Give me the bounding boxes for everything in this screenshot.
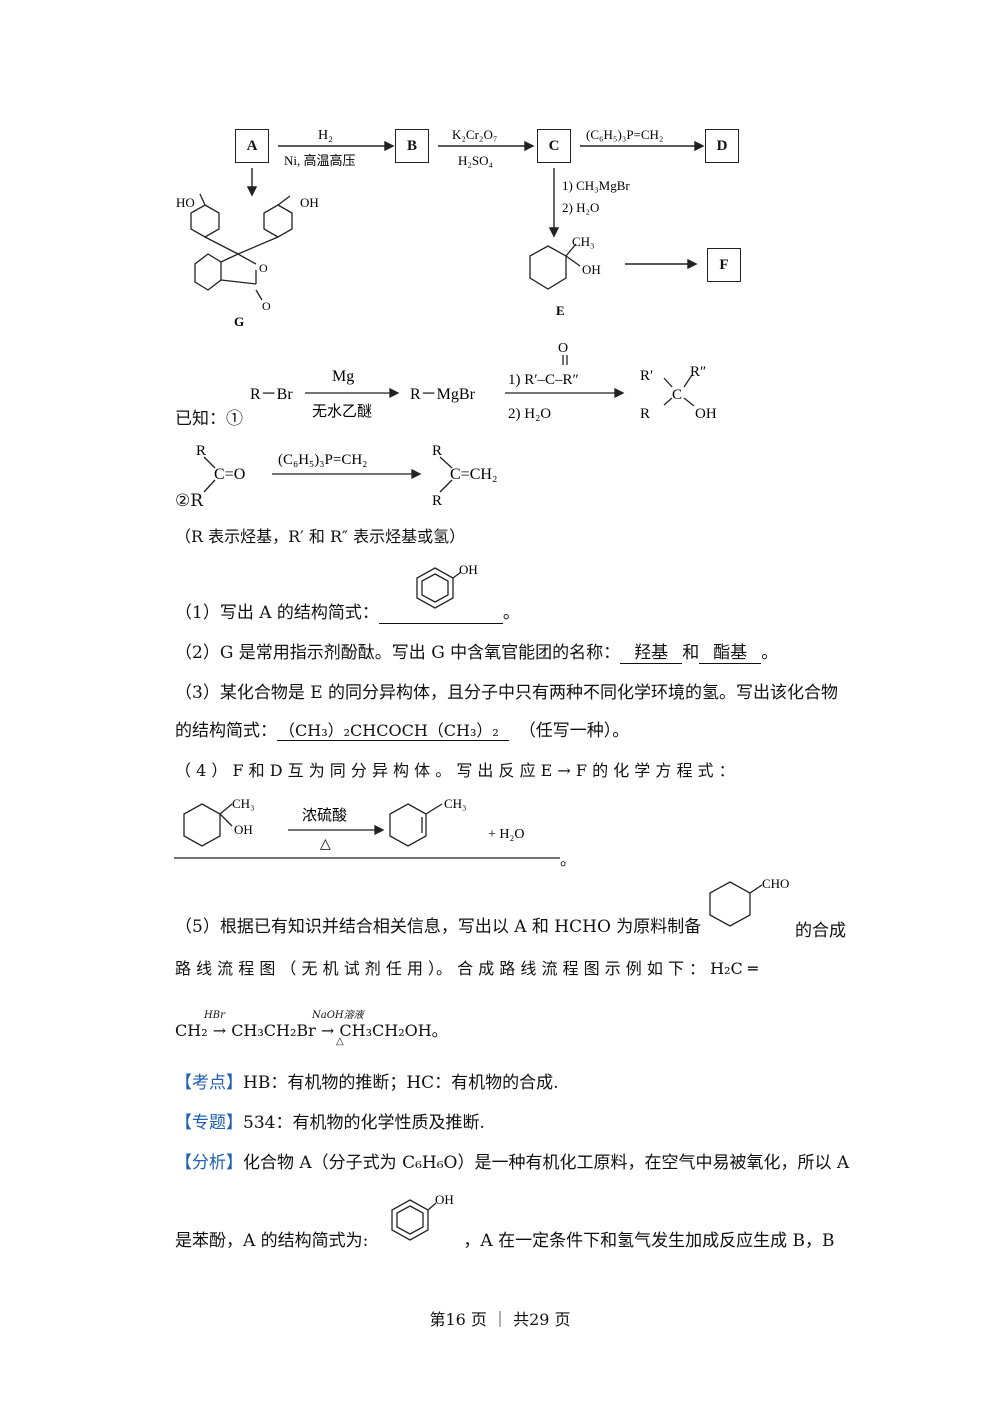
q1-text: （1）写出 A 的结构简式： 。 <box>175 602 520 624</box>
known-note: （R 表示烃基，R′ 和 R″ 表示烃基或氢） <box>175 527 466 546</box>
r1-mg: Mg <box>332 368 354 385</box>
q2-end: 。 <box>761 643 779 663</box>
box-c: C <box>537 129 571 163</box>
label-bc-top: K₂Cr₂O₇ <box>452 127 497 142</box>
r1-rmgbr: R－MgBr <box>410 386 476 403</box>
known-reactions: R－Br Mg 无水乙醚 R－MgBr O 1) R′–C–R″ 2) H₂O … <box>196 341 717 509</box>
q4-end: 。 <box>560 850 577 869</box>
label-cd-top: (C₆H₅)₃P=CH₂ <box>586 127 663 142</box>
label-bc-bottom: H₂SO₄ <box>458 153 494 168</box>
box-a: A <box>235 129 269 163</box>
reaction-scheme: H₂ Ni, 高温高压 K₂Cr₂O₇ H₂SO₄ (C₆H₅)₃P=CH₂ 1… <box>176 127 705 329</box>
r1-prod-oh: OH <box>695 406 717 422</box>
q3-line-2: 的结构简式：（CH₃）₂CHCOCH（CH₃）₂ （任写一种）。 <box>175 720 629 742</box>
zhuanti-tag: 【专题】 <box>175 1113 243 1133</box>
g-ring-o: O <box>259 261 268 275</box>
q4-cond-1: 浓硫酸 <box>302 807 347 824</box>
kaodian-text: HB：有机物的推断；HC：有机物的合成. <box>243 1073 559 1093</box>
label-ce-1: 1) CH₃MgBr <box>562 178 630 193</box>
label-ab-bottom: Ni, 高温高压 <box>284 153 356 168</box>
e-oh: OH <box>582 262 601 277</box>
r1-prod-c: C <box>672 387 682 403</box>
r2-reagent: (C₆H₅)₃P=CH₂ <box>278 452 367 468</box>
box-d: D <box>705 129 739 163</box>
r2-num: ② <box>175 491 191 511</box>
r1-o: O <box>558 341 568 356</box>
fenxi-oh: OH <box>435 1192 454 1207</box>
fenxi-l2-post: ，A 在一定条件下和氢气发生加成反应生成 B，B <box>463 1231 835 1251</box>
q5-cho: CHO <box>762 876 789 891</box>
fenxi-text: 化合物 A（分子式为 C₆H₆O）是一种有机化工原料，在空气中易被氧化，所以 A <box>243 1153 850 1173</box>
q1-answer-blank <box>378 603 503 624</box>
g-ho-left: HO <box>176 195 195 210</box>
r1-prod-r: R <box>640 406 650 422</box>
fenxi-tag: 【分析】 <box>175 1153 243 1173</box>
g-label: G <box>234 314 244 329</box>
zhuanti-text: 534：有机物的化学性质及推断. <box>243 1113 485 1133</box>
q1-oh: OH <box>459 562 478 577</box>
q4-oh: OH <box>234 822 253 837</box>
q2-text: （2）G 是常用指示剂酚酞。写出 G 中含氧官能团的名称：羟基和酯基。 <box>175 642 778 664</box>
q1-phenol-structure: OH <box>416 562 478 609</box>
q5-line-1-end: 的合成 <box>795 921 846 941</box>
r1-rbr: R－Br <box>250 386 293 403</box>
r2-r-bottom: R <box>190 491 204 511</box>
q5-hbr: HBr <box>204 1010 225 1021</box>
q1-prefix: （1）写出 A 的结构简式： <box>175 603 379 623</box>
q5-naoh: NaOH溶液 <box>312 1010 364 1021</box>
q4-text: （ 4 ） F 和 D 互 为 同 分 异 构 体 。 写 出 反 应 E → … <box>175 761 735 780</box>
q5-text-1: （5）根据已有知识并结合相关信息，写出以 A 和 HCHO 为原料制备 <box>175 917 702 937</box>
r2-r-top-prod: R <box>432 443 442 459</box>
q2-prefix: （2）G 是常用指示剂酚酞。写出 G 中含氧官能团的名称： <box>175 643 621 663</box>
g-carbonyl-o: O <box>262 299 271 313</box>
r2-prod: C=CH₂ <box>450 466 498 483</box>
q4-ch3: CH₃ <box>232 796 255 811</box>
compound-g-structure <box>190 193 293 301</box>
q4-equation: CH₃ OH 浓硫酸 △ CH₃ + H₂O <box>174 796 560 859</box>
q4-ch3b: CH₃ <box>444 796 467 811</box>
page-footer: 第16 页 ｜ 共29 页 <box>429 1310 571 1329</box>
known-r2-num: ②R <box>175 490 203 512</box>
r1-step1: 1) R′–C–R″ <box>508 372 579 388</box>
label-ce-2: 2) H₂O <box>562 200 599 215</box>
q5-line-3: CH₂ → CH₃CH₂Br → CH₃CH₂OH。 <box>175 1021 448 1040</box>
r1-ether: 无水乙醚 <box>312 403 372 420</box>
r2-co: C=O <box>214 466 245 483</box>
q5-line-2: 路 线 流 程 图 （ 无 机 试 剂 任 用 ）。 合 成 路 线 流 程 图… <box>175 959 758 978</box>
q5-target-structure: CHO <box>709 876 789 927</box>
q2-and: 和 <box>682 643 700 663</box>
q2-answer-1: 羟基 <box>620 643 683 664</box>
q5-line-1: （5）根据已有知识并结合相关信息，写出以 A 和 HCHO 为原料制备 <box>175 916 701 938</box>
q4-cond-2: △ <box>320 837 331 852</box>
q3-post: （任写一种）。 <box>518 721 630 741</box>
box-f: F <box>707 248 741 282</box>
g-oh-right: OH <box>300 195 319 210</box>
q3-line-1: （3）某化合物是 E 的同分异构体，且分子中只有两种不同化学环境的氢。写出该化合… <box>175 683 839 703</box>
fenxi-row: 【分析】化合物 A（分子式为 C₆H₆O）是一种有机化工原料，在空气中易被氧化，… <box>175 1152 849 1174</box>
label-ab-top: H₂ <box>318 128 333 143</box>
q1-end: 。 <box>502 603 520 623</box>
e-label: E <box>556 303 565 318</box>
r1-prod-r2: R″ <box>690 364 706 380</box>
fenxi-phenol-structure: OH <box>391 1192 454 1241</box>
q3-answer: （CH₃）₂CHCOCH（CH₃）₂ <box>277 721 509 741</box>
fenxi-line-2: 是苯酚，A 的结构简式为: ，A 在一定条件下和氢气发生加成反应生成 B，B <box>175 1230 835 1252</box>
kaodian-row: 【考点】HB：有机物的推断；HC：有机物的合成. <box>175 1072 559 1094</box>
known-prefix: 已知：① <box>175 409 243 429</box>
q4-h2o: + H₂O <box>488 827 525 842</box>
box-b: B <box>395 129 429 163</box>
e-ch3: CH₃ <box>572 234 595 249</box>
kaodian-tag: 【考点】 <box>175 1073 243 1093</box>
q2-answer-2: 酯基 <box>699 643 762 664</box>
q3-prefix: 的结构简式： <box>175 721 277 741</box>
q5-delta: △ <box>336 1036 344 1047</box>
r2-r-bottom-prod: R <box>432 493 442 509</box>
zhuanti-row: 【专题】534：有机物的化学性质及推断. <box>175 1112 485 1134</box>
fenxi-l2-pre: 是苯酚，A 的结构简式为: <box>175 1231 369 1251</box>
r2-r-top: R <box>196 443 206 459</box>
r1-step2: 2) H₂O <box>508 406 551 422</box>
compound-e-structure <box>529 243 581 290</box>
r1-prod-r1: R′ <box>640 368 653 384</box>
